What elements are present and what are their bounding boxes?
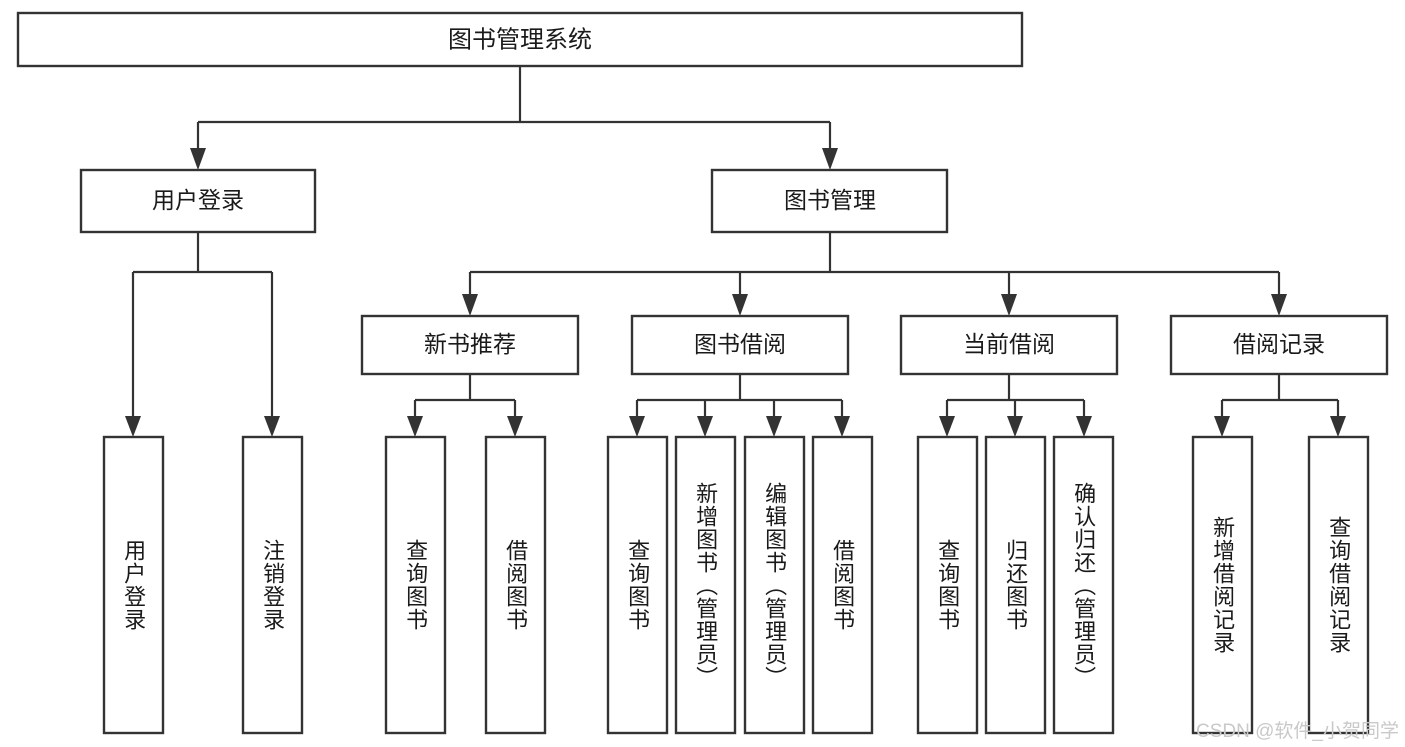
leaf-box-9[interactable] xyxy=(916,435,979,735)
node-current-borrow-box[interactable] xyxy=(899,314,1119,376)
node-user-login-label: 用户登录 xyxy=(152,187,244,213)
connector-group-root xyxy=(190,66,838,170)
connector-group-record xyxy=(1214,374,1346,437)
arrow-head-leaf-11 xyxy=(1076,416,1092,437)
node-user-login-box[interactable] xyxy=(79,168,317,234)
leaf-box-7[interactable] xyxy=(743,435,806,735)
leaf-box-3[interactable] xyxy=(384,435,447,735)
leaf-box-13[interactable] xyxy=(1307,435,1370,735)
arrow-head-to-user-login xyxy=(190,148,206,170)
node-current-borrow-label: 当前借阅 xyxy=(963,331,1055,357)
arrow-head-leaf-1 xyxy=(125,416,141,437)
arrow-head-leaf-5 xyxy=(629,416,645,437)
arrow-head-to-newbook xyxy=(462,294,478,316)
node-root-box[interactable] xyxy=(16,11,1024,68)
node-new-book-recommend-label: 新书推荐 xyxy=(424,331,516,357)
leaf-box-4[interactable] xyxy=(484,435,547,735)
connector-group-user-login xyxy=(125,232,280,437)
leaf-box-8[interactable] xyxy=(811,435,874,735)
connector-group-newbook xyxy=(407,374,523,437)
node-book-borrow-box[interactable] xyxy=(630,314,850,376)
arrow-head-leaf-9 xyxy=(939,416,955,437)
node-root-label: 图书管理系统 xyxy=(448,26,592,53)
arrow-head-to-book-mgmt xyxy=(822,148,838,170)
leaf-box-6[interactable] xyxy=(674,435,737,735)
arrow-head-leaf-4 xyxy=(507,416,523,437)
leaf-box-10[interactable] xyxy=(984,435,1047,735)
arrow-head-leaf-7 xyxy=(766,416,782,437)
node-borrow-record-label: 借阅记录 xyxy=(1233,331,1325,357)
arrow-head-leaf-2 xyxy=(264,416,280,437)
node-book-management-label: 图书管理 xyxy=(784,187,876,213)
leaf-box-1[interactable] xyxy=(102,435,165,735)
arrow-head-leaf-8 xyxy=(834,416,850,437)
connector-group-book-mgmt xyxy=(462,232,1287,316)
node-new-book-recommend-box[interactable] xyxy=(360,314,580,376)
connector-group-current xyxy=(939,374,1092,437)
node-book-management[interactable]: 图书管理 xyxy=(710,168,949,234)
arrow-head-to-record xyxy=(1271,294,1287,316)
node-current-borrow[interactable]: 当前借阅 xyxy=(899,314,1119,376)
arrow-head-leaf-10 xyxy=(1007,416,1023,437)
node-borrow-record[interactable]: 借阅记录 xyxy=(1169,314,1389,376)
node-root[interactable]: 图书管理系统 xyxy=(16,11,1024,68)
leaf-box-11[interactable] xyxy=(1052,435,1115,735)
node-book-management-box[interactable] xyxy=(710,168,949,234)
arrow-head-leaf-6 xyxy=(697,416,713,437)
leaf-box-12[interactable] xyxy=(1191,435,1254,735)
node-borrow-record-box[interactable] xyxy=(1169,314,1389,376)
node-book-borrow[interactable]: 图书借阅 xyxy=(630,314,850,376)
csdn-watermark: CSDN @软件_小贺同学 xyxy=(1196,721,1399,742)
arrow-head-leaf-3 xyxy=(407,416,423,437)
arrow-head-to-borrow xyxy=(732,294,748,316)
arrow-head-leaf-13 xyxy=(1330,416,1346,437)
arrow-head-to-current xyxy=(1001,294,1017,316)
leaf-box-5[interactable] xyxy=(606,435,669,735)
node-new-book-recommend[interactable]: 新书推荐 xyxy=(360,314,580,376)
connector-group-borrow xyxy=(629,374,850,437)
leaf-box-2[interactable] xyxy=(241,435,304,735)
node-book-borrow-label: 图书借阅 xyxy=(694,331,786,357)
node-user-login[interactable]: 用户登录 xyxy=(79,168,317,234)
arrow-head-leaf-12 xyxy=(1214,416,1230,437)
